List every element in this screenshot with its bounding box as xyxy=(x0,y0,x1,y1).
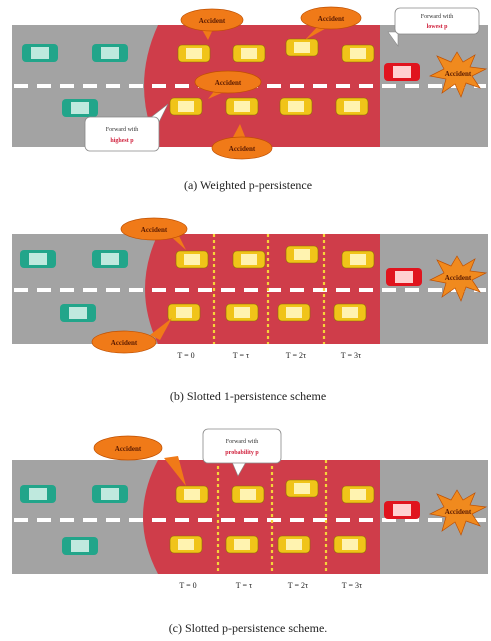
panel-caption: (b) Slotted 1-persistence scheme xyxy=(170,389,326,403)
explosion-icon xyxy=(428,51,488,98)
yellow-car-icon xyxy=(169,97,203,116)
yellow-car-icon xyxy=(175,485,209,504)
time-slot-label: T = 0 xyxy=(179,581,196,590)
green-car-icon xyxy=(62,99,98,117)
yellow-car-icon xyxy=(231,485,265,504)
yellow-car-icon xyxy=(341,44,375,63)
yellow-car-icon xyxy=(225,303,259,322)
yellow-car-icon xyxy=(225,535,259,554)
accident-label: Accident xyxy=(215,79,242,87)
yellow-car-icon xyxy=(279,97,313,116)
broadcast-zone-c xyxy=(143,460,380,574)
yellow-car-icon xyxy=(177,44,211,63)
yellow-car-icon xyxy=(285,479,319,498)
green-car-icon xyxy=(22,44,58,62)
time-slot-label: T = 3τ xyxy=(341,351,362,360)
green-car-icon xyxy=(92,44,128,62)
note-line-highlight: lowest p xyxy=(427,24,448,30)
explosion-icon xyxy=(428,489,488,536)
yellow-car-icon xyxy=(333,303,367,322)
panel-c: Accident Accident Forward with probabili… xyxy=(12,428,488,635)
green-car-icon xyxy=(20,250,56,268)
note-callout-icon xyxy=(202,428,282,477)
red-car-icon xyxy=(386,268,422,286)
yellow-car-icon xyxy=(169,535,203,554)
panel-a: Accident Accident Accident Accident Acci… xyxy=(12,6,488,192)
speech-bubble-icon xyxy=(93,435,186,486)
yellow-car-icon xyxy=(285,245,319,264)
speech-bubble-icon xyxy=(120,217,188,250)
yellow-car-icon xyxy=(341,250,375,269)
yellow-car-icon xyxy=(167,303,201,322)
accident-label: Accident xyxy=(318,15,345,23)
note-callout-icon xyxy=(387,7,480,47)
panel-caption: (c) Slotted p-persistence scheme. xyxy=(169,621,328,635)
accident-label: Accident xyxy=(199,17,226,25)
speech-bubble-icon xyxy=(211,124,273,160)
panel-b: Accident Accident Accident T = 0 T = τ T… xyxy=(12,217,488,403)
yellow-car-icon xyxy=(285,38,319,57)
yellow-car-icon xyxy=(335,97,369,116)
note-line-highlight: highest p xyxy=(110,138,134,144)
note-line-highlight: probability p xyxy=(225,450,259,456)
time-slot-label: T = 3τ xyxy=(342,581,363,590)
speech-bubble-icon xyxy=(194,70,262,99)
yellow-car-icon xyxy=(277,535,311,554)
time-slot-label: T = 2τ xyxy=(288,581,309,590)
red-car-icon xyxy=(384,501,420,519)
yellow-car-icon xyxy=(232,250,266,269)
yellow-car-icon xyxy=(277,303,311,322)
accident-label: Accident xyxy=(445,70,472,78)
time-slot-label: T = 0 xyxy=(177,351,194,360)
speech-bubble-icon xyxy=(300,6,362,40)
yellow-car-icon xyxy=(175,250,209,269)
speech-bubble-icon xyxy=(180,8,244,40)
accident-label: Accident xyxy=(115,445,142,453)
yellow-car-icon xyxy=(341,485,375,504)
green-car-icon xyxy=(60,304,96,322)
green-car-icon xyxy=(92,485,128,503)
yellow-car-icon xyxy=(333,535,367,554)
time-slot-label: T = τ xyxy=(236,581,253,590)
yellow-car-icon xyxy=(232,44,266,63)
green-car-icon xyxy=(92,250,128,268)
yellow-car-icon xyxy=(225,97,259,116)
note-line: Forward with xyxy=(226,439,259,445)
time-slot-label: T = τ xyxy=(233,351,250,360)
accident-label: Accident xyxy=(445,508,472,516)
accident-label: Accident xyxy=(111,339,138,347)
time-slot-label: T = 2τ xyxy=(286,351,307,360)
green-car-icon xyxy=(20,485,56,503)
note-callout-icon xyxy=(84,103,169,152)
green-car-icon xyxy=(62,537,98,555)
note-line: Forward with xyxy=(106,127,139,133)
explosion-icon xyxy=(428,255,488,302)
accident-label: Accident xyxy=(141,226,168,234)
accident-label: Accident xyxy=(229,145,256,153)
accident-label: Accident xyxy=(445,274,472,282)
speech-bubble-icon xyxy=(91,318,172,354)
panel-caption: (a) Weighted p-persistence xyxy=(184,178,312,192)
note-line: Forward with xyxy=(421,14,454,20)
red-car-icon xyxy=(384,63,420,81)
